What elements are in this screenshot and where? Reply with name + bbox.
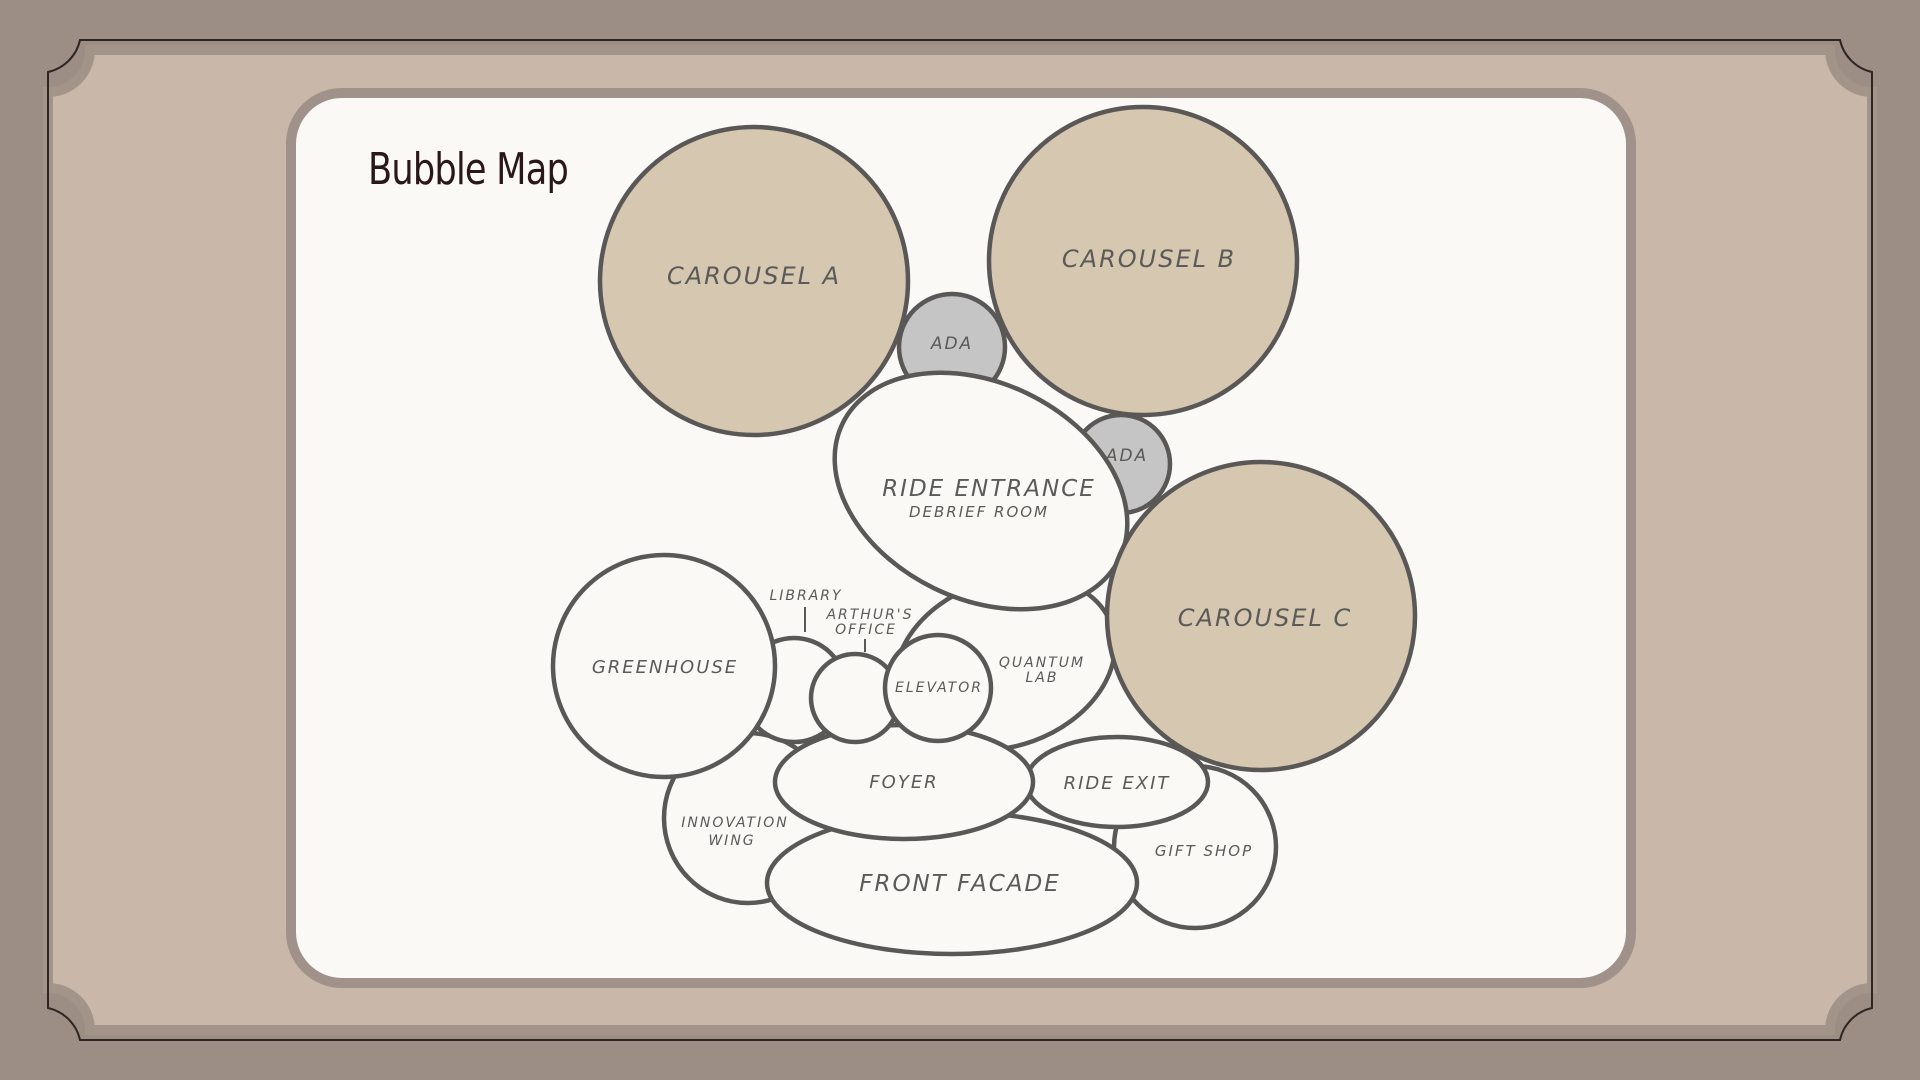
elevator-bubble (882, 632, 994, 744)
gift-shop-label: GIFT SHOP (1155, 842, 1253, 860)
bubble-map: CAROUSEL A CAROUSEL B CAROUSEL C ADA ADA… (550, 104, 1418, 957)
ride-exit-label: RIDE EXIT (1064, 773, 1171, 794)
panel-outline (47, 39, 1873, 1041)
panel-inner-line (43, 45, 1877, 1035)
arthurs-office-label-2: OFFICE (835, 622, 897, 638)
library-label: LIBRARY (769, 588, 842, 604)
ada-label-2: ADA (1105, 446, 1148, 466)
innovation-wing-label-1: INNOVATION (681, 815, 788, 831)
carousel-b-bubble (986, 104, 1300, 418)
carousel-c-bubble (1104, 459, 1418, 773)
front-facade-label: FRONT FACADE (859, 871, 1061, 897)
slide-title: Bubble Map (368, 144, 569, 195)
content-card: CAROUSEL A CAROUSEL B CAROUSEL C ADA ADA… (286, 88, 1636, 988)
carousel-b-label: CAROUSEL B (1062, 245, 1236, 273)
foyer-label: FOYER (869, 772, 938, 793)
quantum-lab-label-1: QUANTUM (999, 655, 1085, 671)
carousel-a-bubble (597, 124, 911, 438)
greenhouse-label: GREENHOUSE (592, 657, 738, 678)
elevator-label: ELEVATOR (895, 680, 983, 696)
innovation-wing-label-2: WING (708, 833, 755, 849)
ride-entrance-label: RIDE ENTRANCE (882, 476, 1096, 502)
carousel-c-label: CAROUSEL C (1178, 604, 1352, 632)
carousel-a-label: CAROUSEL A (667, 262, 841, 290)
debrief-room-label: DEBRIEF ROOM (909, 503, 1049, 521)
ada-label-1: ADA (930, 334, 973, 354)
quantum-lab-label-2: LAB (1026, 670, 1059, 686)
greenhouse-bubble (550, 552, 778, 780)
arthurs-office-label-1: ARTHUR'S (825, 607, 913, 623)
